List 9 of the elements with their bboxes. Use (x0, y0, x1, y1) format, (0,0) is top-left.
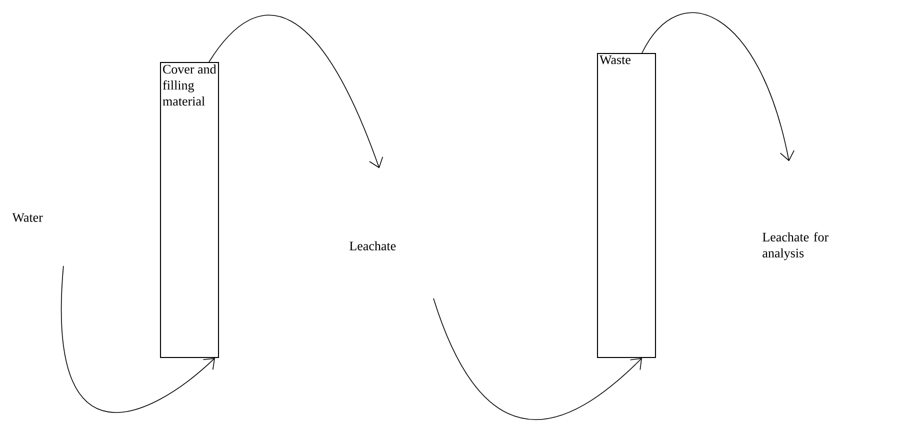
curved-arrow (60, 266, 215, 412)
flow-label: Water (12, 213, 43, 222)
flow-label: Leachate (350, 241, 396, 250)
curved-arrow (642, 12, 794, 162)
column-box: Waste (597, 53, 656, 358)
column-box: Cover and filling material (160, 62, 219, 358)
curved-arrow (433, 298, 642, 420)
flow-label: Leachate for analysis (762, 232, 828, 260)
curved-arrow (208, 15, 384, 168)
